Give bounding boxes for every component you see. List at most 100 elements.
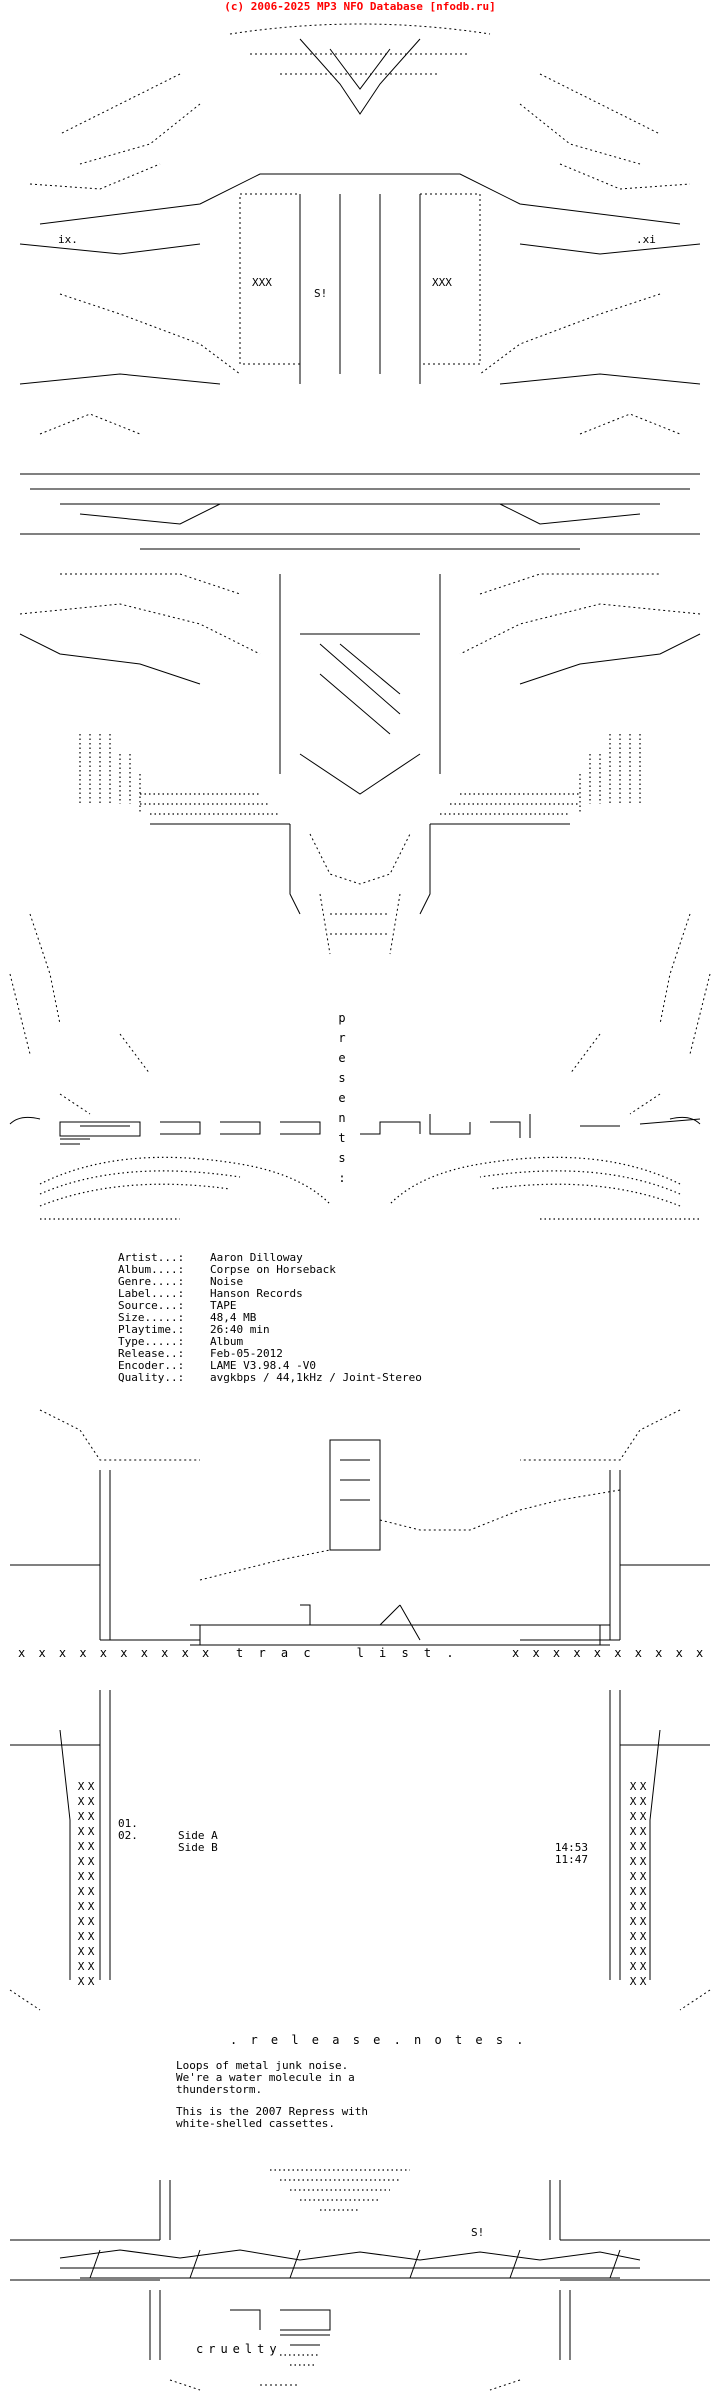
info-row: Source...:TAPE <box>118 1299 237 1312</box>
x-column-mark: X <box>77 1885 85 1898</box>
x-column-mark: X <box>639 1930 647 1943</box>
presents-letter: r <box>338 1031 346 1045</box>
x-column-mark: X <box>629 1945 637 1958</box>
x-column-mark: X <box>77 1810 85 1823</box>
x-column-mark: X <box>77 1840 85 1853</box>
x-column-mark: X <box>639 1915 647 1928</box>
mark-xxx-right: XXX <box>432 276 452 289</box>
x-column-mark: X <box>77 1975 85 1988</box>
x-column-mark: X <box>629 1915 637 1928</box>
x-column-mark: X <box>639 1885 647 1898</box>
x-column-mark: X <box>639 1975 647 1988</box>
x-column-mark: X <box>87 1780 95 1793</box>
x-column-mark: X <box>87 1870 95 1883</box>
x-column-mark: X <box>629 1840 637 1853</box>
release-info: Artist...:Aaron Dilloway Album....:Corps… <box>118 1252 422 1384</box>
x-column-mark: X <box>87 1825 95 1838</box>
x-column-mark: X <box>77 1915 85 1928</box>
x-column-mark: X <box>77 1945 85 1958</box>
x-column-mark: X <box>639 1780 647 1793</box>
notes-line: Loops of metal junk noise. <box>176 2059 349 2072</box>
notes-line: We're a water molecule in a <box>176 2071 355 2084</box>
info-row: Label....:Hanson Records <box>118 1287 303 1300</box>
x-column-mark: X <box>629 1780 637 1793</box>
x-column-mark: X <box>87 1975 95 1988</box>
nfodb-header: (c) 2006-2025 MP3 NFO Database [nfodb.ru… <box>224 0 496 13</box>
tracklist-title: t r a c l i s t . <box>236 1646 458 1660</box>
mark-ix-left: ix. <box>58 233 78 246</box>
group-name: cruelty <box>196 2342 282 2356</box>
track-row: 02. Side B 11:47 <box>118 1829 588 1866</box>
x-column-mark: X <box>639 1795 647 1808</box>
release-notes-title: . r e l e a s e . n o t e s . <box>230 2033 527 2047</box>
signature-top: S! <box>314 287 328 300</box>
x-column-mark: X <box>87 1855 95 1868</box>
x-column-mark: X <box>629 1855 637 1868</box>
x-column-mark: X <box>629 1810 637 1823</box>
presents-letter: s <box>338 1151 346 1165</box>
x-column-mark: X <box>87 1930 95 1943</box>
mark-xxx-left: XXX <box>252 276 272 289</box>
xrow-right: x x x x x x x x x x <box>512 1646 707 1660</box>
info-row: Quality..:avgkbps / 44,1kHz / Joint-Ster… <box>118 1371 422 1384</box>
top-ascii-art <box>0 14 720 1244</box>
presents-letter: : <box>338 1171 346 1185</box>
info-row: Playtime.:26:40 min <box>118 1323 270 1336</box>
info-row: Release..:Feb-05-2012 <box>118 1347 283 1360</box>
presents-letter: t <box>338 1131 346 1145</box>
bottom-logo-art <box>0 2160 720 2400</box>
track-list: 01. Side A 14:53 02. Side B 11:47 <box>118 1806 588 1866</box>
x-column-mark: X <box>629 1795 637 1808</box>
x-column-mark: X <box>87 1915 95 1928</box>
info-row: Artist...:Aaron Dilloway <box>118 1251 303 1264</box>
x-column-mark: X <box>77 1855 85 1868</box>
x-column-mark: X <box>87 1810 95 1823</box>
x-column-mark: X <box>629 1960 637 1973</box>
notes-line: thunderstorm. <box>176 2083 263 2096</box>
x-column-mark: X <box>77 1930 85 1943</box>
xrow-left: x x x x x x x x x x <box>18 1646 213 1660</box>
x-column-mark: X <box>87 1795 95 1808</box>
info-row: Genre....:Noise <box>118 1275 244 1288</box>
x-column-mark: X <box>629 1930 637 1943</box>
x-column-mark: X <box>639 1900 647 1913</box>
x-column-mark: X <box>87 1960 95 1973</box>
x-column-mark: X <box>639 1840 647 1853</box>
x-column-mark: X <box>629 1975 637 1988</box>
presents-letter: n <box>338 1111 346 1125</box>
mark-ix-right: .xi <box>636 233 656 246</box>
presents-vertical: p r e s e n t s : <box>337 1008 347 1188</box>
x-column-mark: X <box>77 1825 85 1838</box>
presents-letter: p <box>338 1011 346 1025</box>
x-column-mark: X <box>629 1870 637 1883</box>
presents-letter: e <box>338 1091 346 1105</box>
x-column-mark: X <box>639 1960 647 1973</box>
info-row: Album....:Corpse on Horseback <box>118 1263 336 1276</box>
x-column-mark: X <box>629 1900 637 1913</box>
x-column-mark: X <box>639 1825 647 1838</box>
x-column-mark: X <box>87 1840 95 1853</box>
tracklist-ascii-art <box>0 1400 720 2020</box>
tracklist-title-left: t r a c <box>236 1646 315 1660</box>
x-column-mark: X <box>639 1855 647 1868</box>
info-row: Size.....:48,4 MB <box>118 1311 257 1324</box>
info-row: Encoder..:LAME V3.98.4 -V0 <box>118 1359 316 1372</box>
x-column-mark: X <box>77 1900 85 1913</box>
release-notes: Loops of metal junk noise. We're a water… <box>176 2060 368 2130</box>
x-column-mark: X <box>87 1900 95 1913</box>
tracklist-title-right: l i s t . <box>356 1646 458 1660</box>
x-column-mark: X <box>629 1825 637 1838</box>
x-column-mark: X <box>77 1960 85 1973</box>
signature-bottom: S! <box>471 2226 485 2239</box>
track-row: 01. Side A 14:53 <box>118 1817 588 1854</box>
x-column-mark: X <box>639 1870 647 1883</box>
notes-line: This is the 2007 Repress with <box>176 2105 369 2118</box>
x-column-mark: X <box>639 1810 647 1823</box>
x-column-mark: X <box>77 1780 85 1793</box>
x-column-mark: X <box>77 1795 85 1808</box>
info-row: Type.....:Album <box>118 1335 244 1348</box>
x-column-mark: X <box>77 1870 85 1883</box>
presents-letter: s <box>338 1071 346 1085</box>
x-column-mark: X <box>629 1885 637 1898</box>
x-column-mark: X <box>87 1885 95 1898</box>
